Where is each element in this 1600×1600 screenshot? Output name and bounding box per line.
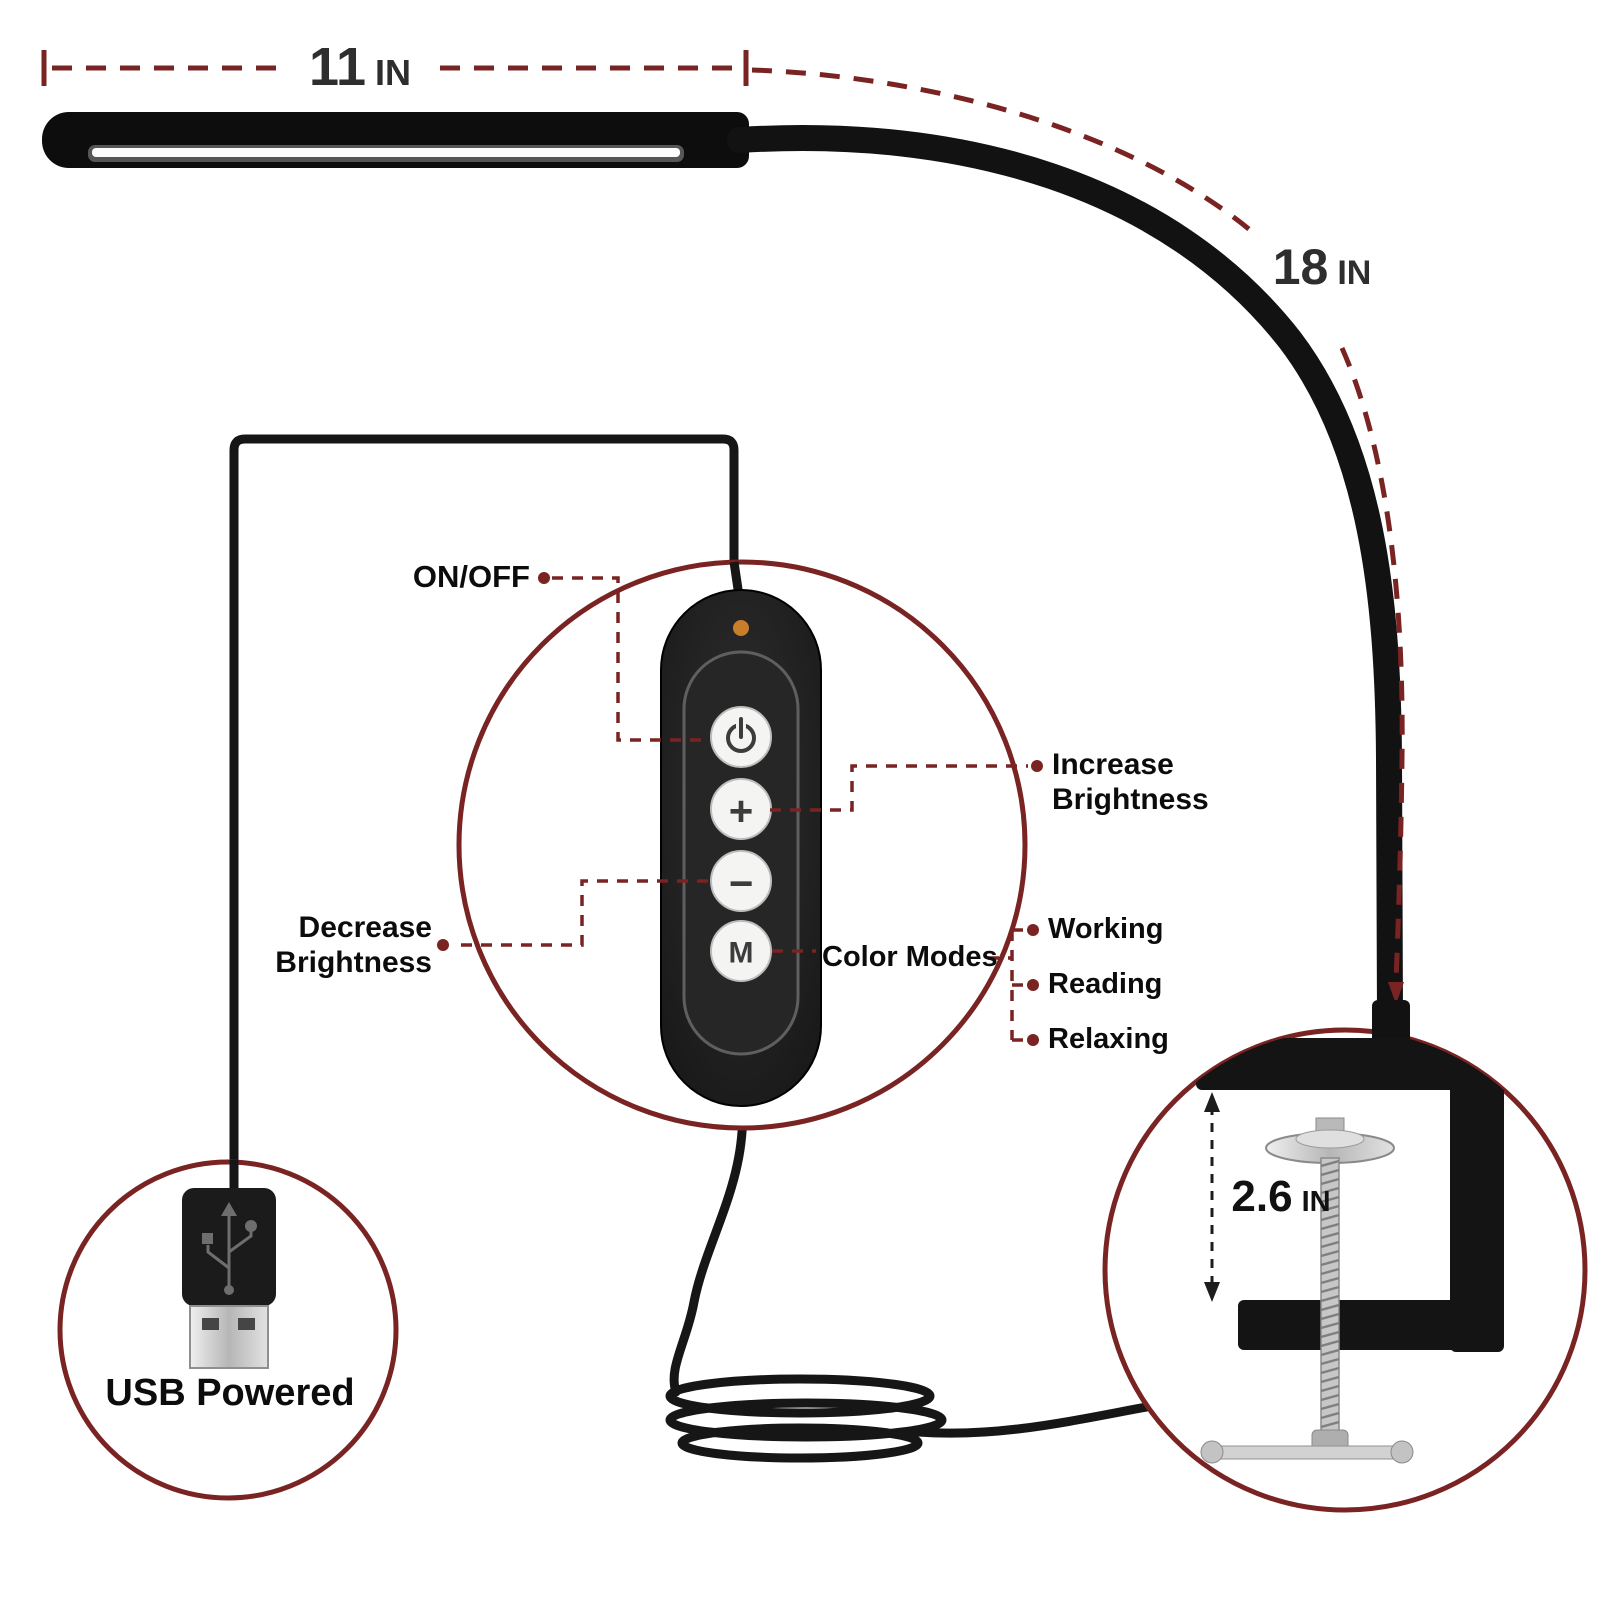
mode-label-relaxing: Relaxing — [1048, 1023, 1169, 1055]
leader-dot — [1027, 979, 1039, 991]
dimension-arrowhead — [1388, 982, 1404, 1004]
usb-shell-hole — [202, 1318, 219, 1330]
gooseneck-arm — [727, 125, 1403, 1029]
leader-dot — [1027, 924, 1039, 936]
neck-length-value: 18 — [1272, 239, 1329, 295]
clamp-screw-threads — [1321, 1158, 1339, 1452]
cord-from-remote — [669, 1097, 748, 1397]
leader-lines — [452, 576, 1028, 1042]
usb-trident-icon — [202, 1202, 257, 1295]
led-strip — [92, 148, 680, 157]
clamp-opening-value: 2.6 — [1231, 1172, 1293, 1221]
usb-shell-hole — [238, 1318, 255, 1330]
brightness-down-button — [710, 850, 772, 912]
leader-increase — [770, 764, 1028, 812]
power-cord — [229, 434, 1157, 1463]
clamp-opening-unit: IN — [1301, 1186, 1331, 1218]
cord-coil — [665, 1374, 935, 1418]
leader-dot — [1027, 1034, 1039, 1046]
cord-coil — [665, 1398, 947, 1442]
clamp-pad-top — [1295, 1129, 1365, 1149]
clamp-handle-ball — [1200, 1440, 1224, 1464]
clamp-opening-dimension — [1204, 1092, 1220, 1302]
clamp-opening-dimension-label: 2.6 IN — [1176, 1172, 1386, 1222]
remote-control: + − M — [660, 561, 822, 1107]
cord-coil — [677, 1423, 923, 1463]
dimension-arrow-up — [1204, 1092, 1220, 1112]
head-length-unit: IN — [375, 52, 412, 93]
desk-clamp — [1196, 1038, 1504, 1464]
on-off-label: ON/OFF — [412, 559, 530, 594]
dimension-arc — [751, 67, 1252, 232]
neck-joint — [695, 112, 749, 168]
head-length-dimension — [41, 50, 749, 86]
color-modes-label: Color Modes — [822, 941, 998, 973]
neck-length-dimension-label: 18 IN — [1222, 238, 1422, 296]
lamp-head — [42, 112, 749, 168]
usb-powered-label: USB Powered — [105, 1372, 355, 1414]
clamp-t-handle — [1211, 1445, 1403, 1460]
plus-icon: + — [729, 788, 754, 835]
leader-dot — [437, 939, 449, 951]
neck-length-dimension — [751, 67, 1405, 983]
minus-icon: − — [729, 860, 754, 907]
clamp-spine — [1450, 1038, 1504, 1352]
mode-button — [710, 920, 772, 982]
mode-button-letter: M — [729, 937, 754, 970]
leader-dot — [1031, 760, 1043, 772]
increase-brightness-label: Increase Brightness — [1052, 748, 1209, 816]
usb-connector — [182, 1160, 276, 1369]
head-length-dimension-label: 11 IN — [250, 36, 470, 98]
clamp-neck-connector — [1372, 1000, 1410, 1044]
clamp-top-arm — [1196, 1038, 1502, 1090]
leader-dots — [437, 572, 1043, 1046]
head-length-value: 11 — [308, 37, 367, 97]
usb-metal-shell — [189, 1305, 269, 1369]
decrease-brightness-label: Decrease Brightness — [275, 911, 432, 979]
cord-loop — [229, 434, 739, 1168]
mode-label-reading: Reading — [1048, 968, 1163, 1000]
cord-to-clamp — [913, 1401, 1157, 1438]
clamp-bottom-arm — [1238, 1300, 1504, 1350]
leader-decrease — [452, 879, 708, 947]
power-icon — [726, 716, 756, 753]
leader-modes-bracket — [988, 928, 1026, 1042]
dimension-arrow-down — [1204, 1282, 1220, 1302]
mode-label-working: Working — [1048, 913, 1164, 945]
leader-onoff — [552, 576, 702, 742]
leader-dot — [538, 572, 550, 584]
indicator-led — [733, 620, 749, 636]
neck-length-unit: IN — [1337, 254, 1372, 292]
clamp-handle-ball — [1390, 1440, 1414, 1464]
